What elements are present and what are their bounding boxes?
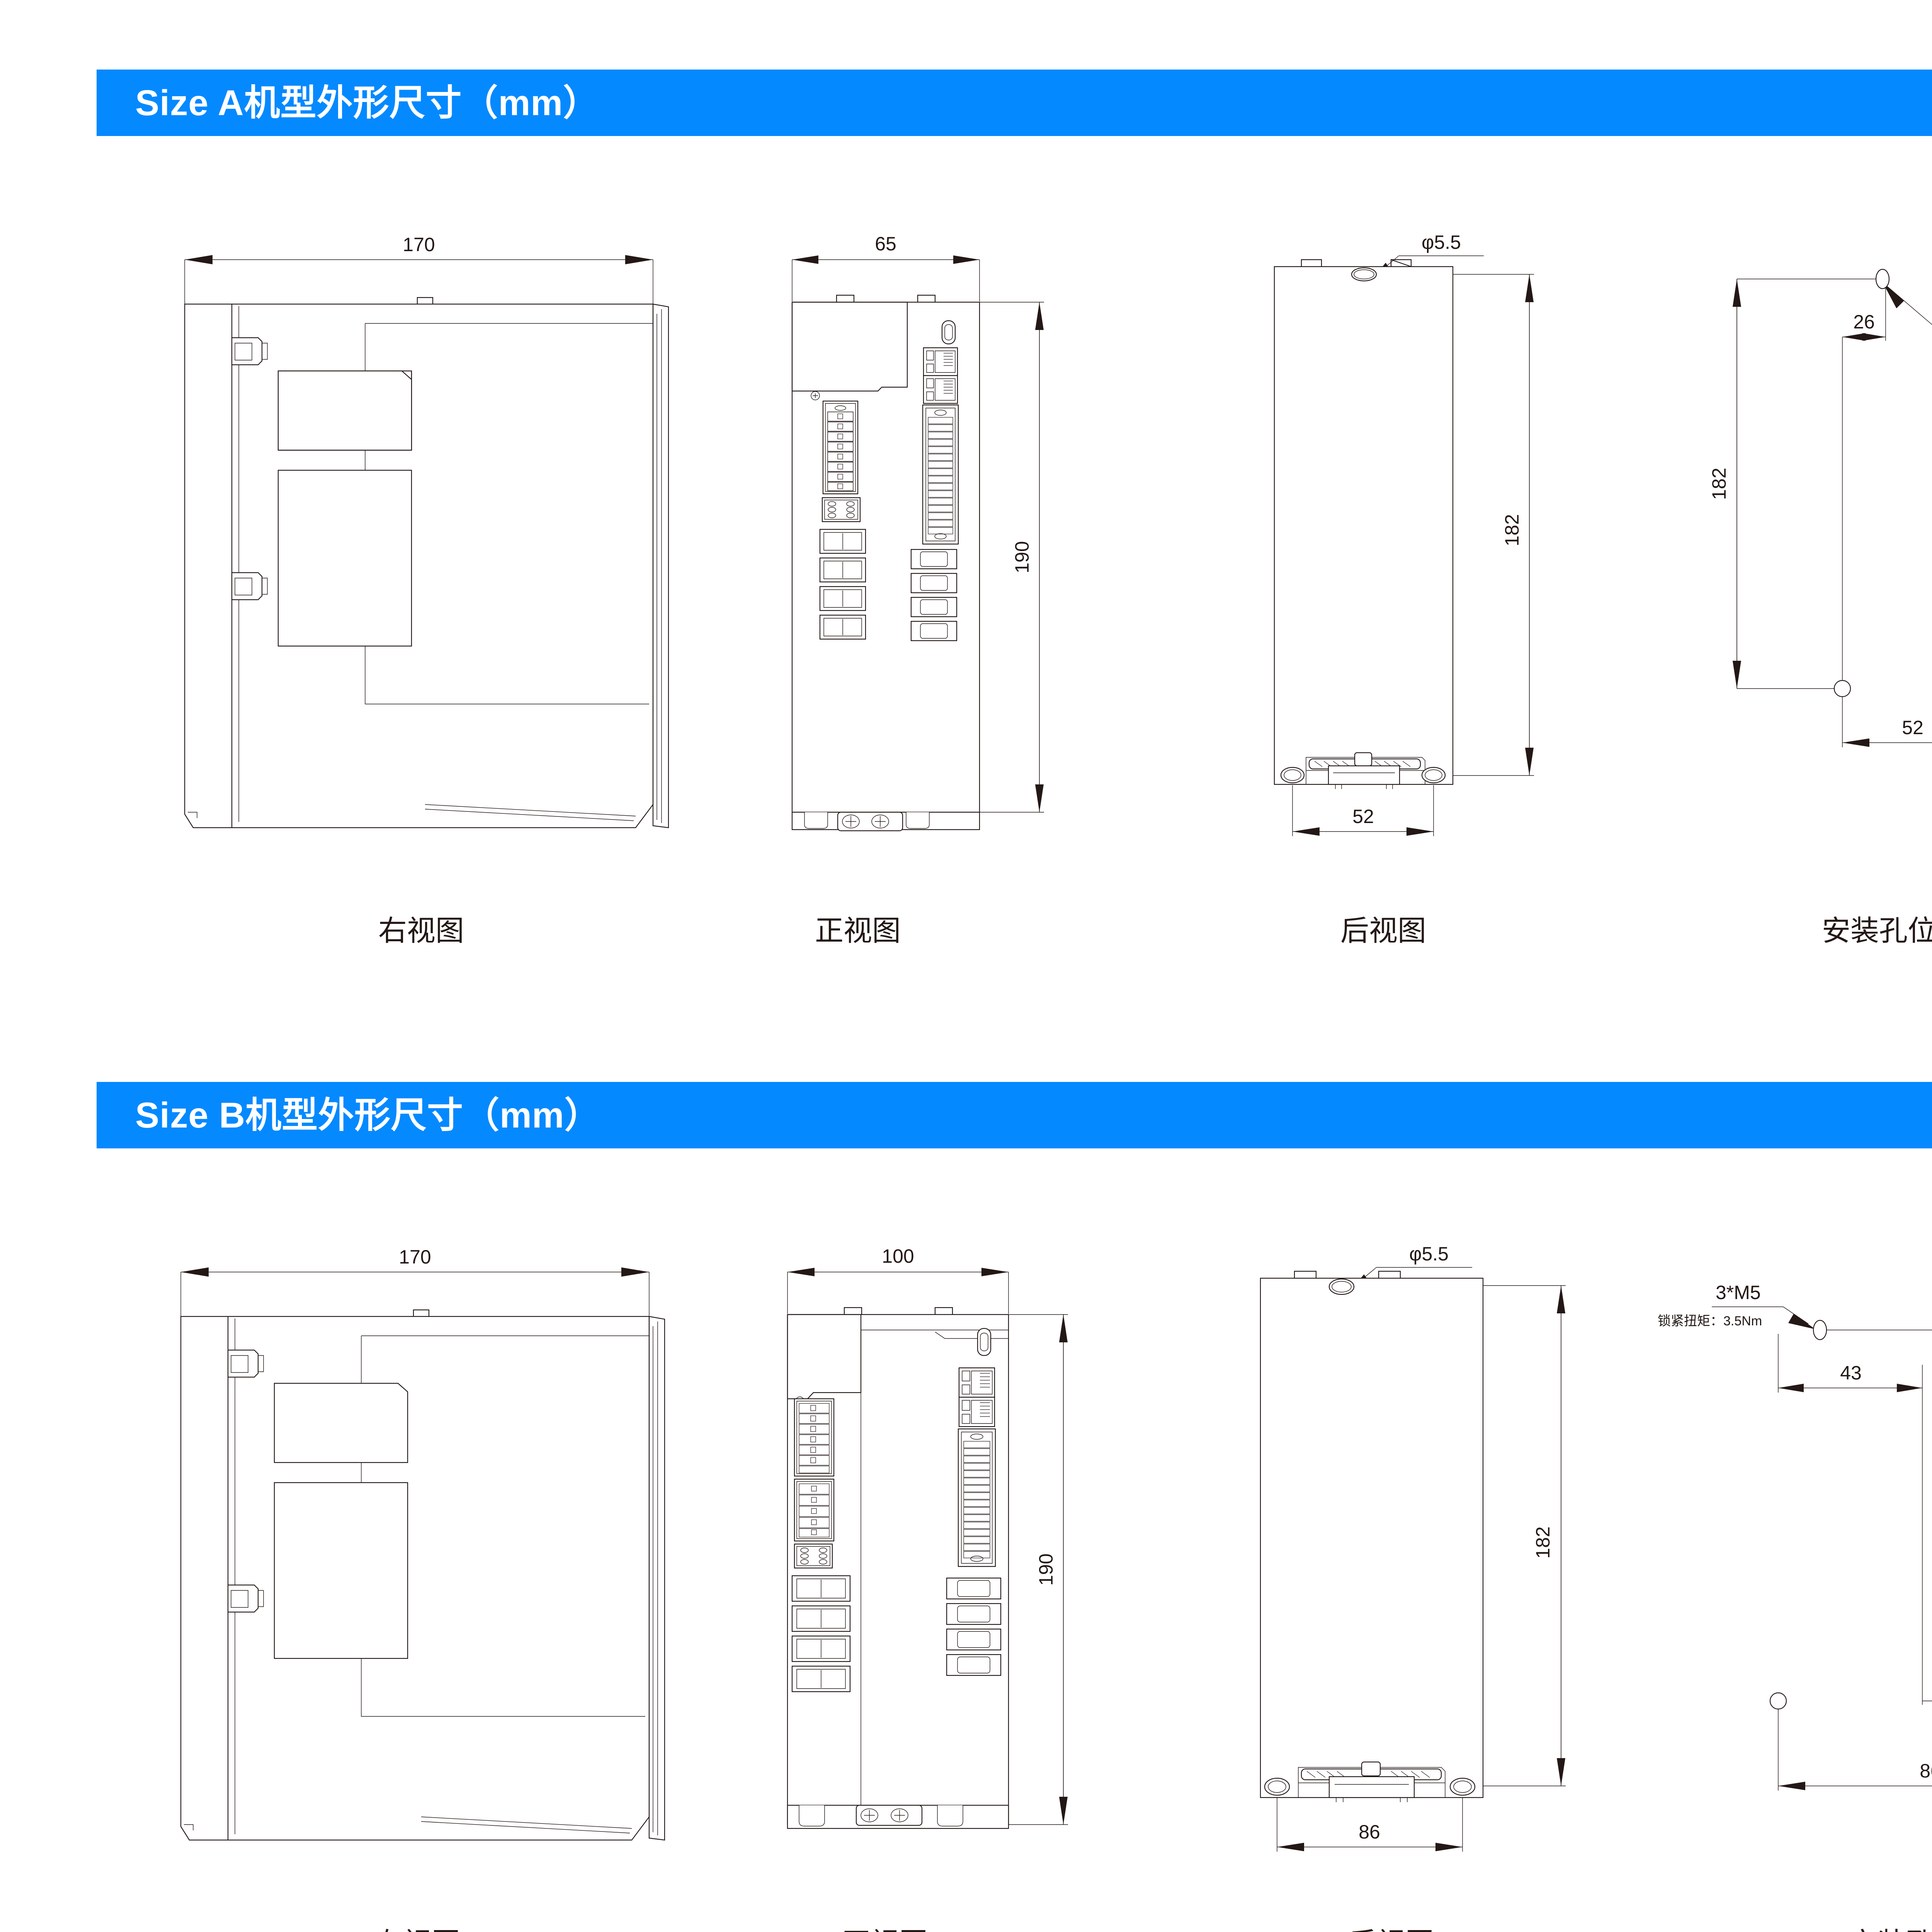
- power-connectors-left-a: [820, 529, 866, 639]
- view-caption-rear-a: 后视图: [1340, 915, 1426, 947]
- bottom-mounting-foot-b: [787, 1805, 1009, 1828]
- dim-170-b: 170: [399, 1246, 431, 1268]
- view-rear-size-b: φ5.5 182: [1240, 1237, 1619, 1932]
- dimension-mount-span-a: 52: [1842, 692, 1932, 747]
- dim-52-rear-a: 52: [1352, 806, 1374, 827]
- dim-52-mount-a: 52: [1902, 717, 1923, 738]
- dimension-mount-offset-a: 26: [1842, 283, 1886, 689]
- terminal-block-mid-b: [794, 1479, 834, 1541]
- terminal-block-left-a: [823, 401, 858, 494]
- dimension-mount-span-b: 86: [1778, 1705, 1932, 1791]
- view-right-size-a: 170: [155, 225, 688, 945]
- dimension-front-width-a: 65: [792, 233, 980, 301]
- view-rear-size-a: φ5.5 182: [1252, 225, 1600, 945]
- dimension-rear-height-a: 182: [1453, 274, 1534, 776]
- rj45-ports-b: [959, 1368, 995, 1427]
- view-right-size-b: 170: [151, 1237, 684, 1932]
- dim-phi55-a: φ5.5: [1422, 231, 1461, 253]
- din-clip-lower-a: [232, 573, 267, 600]
- dim-26-a: 26: [1853, 311, 1875, 333]
- dimension-rear-height-b: 182: [1483, 1286, 1566, 1786]
- dimension-mount-height-b: 182: [1820, 1330, 1932, 1701]
- view-caption-rear-b: 后视图: [1202, 1929, 1580, 1932]
- section-header-size-b: Size B机型外形尺寸（mm） 重量：2.4KG: [97, 1082, 1932, 1148]
- callout-thread-a: 3*M5 锁紧扭矩：3.5Nm: [1883, 282, 1932, 346]
- din-clip-upper-b: [228, 1350, 264, 1377]
- dim-182-rear-a: 182: [1501, 514, 1523, 546]
- dim-43-b: 43: [1840, 1362, 1862, 1384]
- callout-thread-b: 3*M5 锁紧扭矩：3.5Nm: [1658, 1282, 1815, 1329]
- section-header-size-a: Size A机型外形尺寸（mm） 重量：1.7KG: [97, 70, 1932, 136]
- view-front-size-b: 100 190: [769, 1237, 1101, 1932]
- view-mount-size-b: 3*M5 锁紧扭矩：3.5Nm 182: [1658, 1237, 1932, 1932]
- din-clip-lower-b: [228, 1585, 264, 1612]
- dimension-right-width-a: 170: [185, 234, 653, 308]
- section-title: Size B机型外形尺寸（mm）: [135, 1095, 601, 1135]
- views-row-size-a: 170: [0, 225, 1932, 959]
- rear-bottom-assembly-b: [1298, 1762, 1445, 1802]
- view-caption-mount-b: 安装孔位图: [1689, 1929, 1932, 1932]
- bottom-mounting-foot-a: [792, 812, 980, 831]
- power-connectors-left-b: [792, 1576, 850, 1692]
- dimension-right-width-b: 170: [181, 1246, 649, 1320]
- dimension-front-height-a: 190: [980, 302, 1044, 812]
- io-connector-right-a: [923, 405, 958, 544]
- motor-connectors-right-a: [911, 549, 957, 641]
- dimension-rear-foot-span-a: 52: [1293, 785, 1434, 836]
- view-caption-mount-a: 安装孔位图: [1822, 915, 1932, 947]
- rear-bottom-assembly-a: [1306, 753, 1425, 789]
- dim-182-rear-b: 182: [1532, 1526, 1554, 1558]
- din-clip-upper-a: [232, 338, 267, 365]
- dimension-rear-foot-span-b: 86: [1277, 1797, 1463, 1852]
- section-size-b: Size B机型外形尺寸（mm） 重量：2.4KG 170: [0, 1082, 1932, 1932]
- dim-182-mount-a: 182: [1708, 468, 1730, 500]
- dim-190-b: 190: [1035, 1553, 1057, 1585]
- mount-holes-a: [1834, 269, 1932, 697]
- rj45-ports-a: [923, 348, 957, 403]
- dimension-front-height-b: 190: [1009, 1315, 1068, 1825]
- dim-190-a: 190: [1011, 541, 1033, 573]
- dim-170-a: 170: [403, 234, 435, 255]
- rear-view-body-b: [1260, 1271, 1483, 1802]
- io-connector-right-b: [958, 1429, 995, 1566]
- view-mount-size-a: 3*M5 锁紧扭矩：3.5Nm 182: [1708, 225, 1932, 945]
- mount-holes-b: [1770, 1320, 1932, 1709]
- view-caption-right-b: 右视图: [151, 1929, 684, 1932]
- dimension-mount-height-a: 182: [1708, 279, 1883, 689]
- dimension-mount-offset-b: 43: [1778, 1334, 1922, 1705]
- section-title: Size A机型外形尺寸（mm）: [135, 82, 600, 123]
- dim-86-mount-b: 86: [1920, 1760, 1932, 1782]
- dim-100-b: 100: [882, 1245, 914, 1267]
- encoder-connector-b: [794, 1544, 832, 1568]
- dim-torque-b: 锁紧扭矩：3.5Nm: [1658, 1314, 1762, 1328]
- view-caption-front-a: 正视图: [815, 915, 901, 947]
- terminal-block-left-b: [794, 1399, 834, 1476]
- section-size-a: Size A机型外形尺寸（mm） 重量：1.7KG 170: [0, 70, 1932, 959]
- view-caption-front-b: 正视图: [719, 1929, 1051, 1932]
- right-view-body-a: [185, 298, 668, 828]
- rear-view-body-a: [1274, 260, 1453, 789]
- right-view-body-b: [181, 1310, 665, 1840]
- dim-65-a: 65: [875, 233, 896, 255]
- encoder-connector-a: [822, 498, 860, 522]
- views-row-size-b: 170: [0, 1237, 1932, 1932]
- dimension-front-width-b: 100: [787, 1245, 1009, 1314]
- dim-86-rear-b: 86: [1359, 1821, 1380, 1843]
- view-caption-right-a: 右视图: [378, 915, 464, 947]
- view-front-size-a: 65 190: [769, 225, 1070, 945]
- front-view-body-a: [792, 295, 980, 831]
- dim-phi55-b: φ5.5: [1409, 1243, 1449, 1265]
- dim-3m5-b: 3*M5: [1716, 1282, 1761, 1303]
- motor-connectors-right-b: [947, 1578, 1001, 1675]
- front-view-body-b: [787, 1308, 1009, 1828]
